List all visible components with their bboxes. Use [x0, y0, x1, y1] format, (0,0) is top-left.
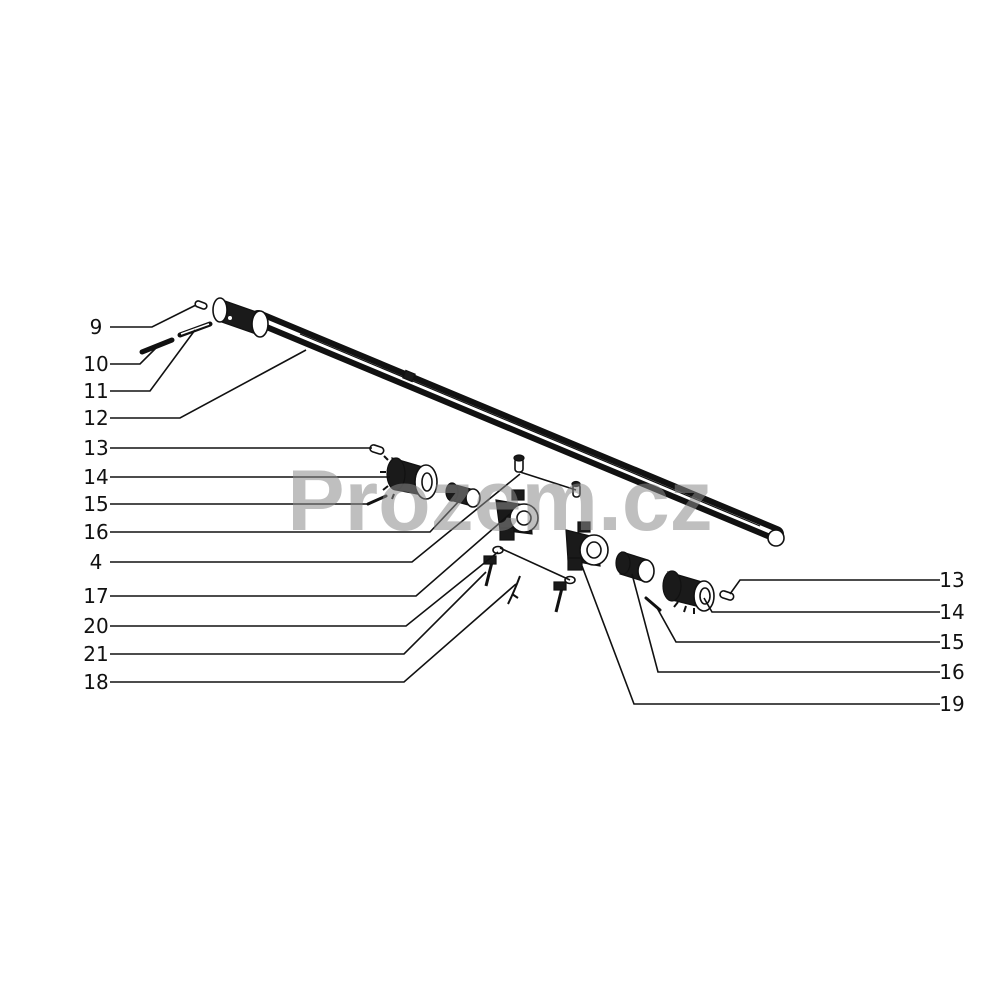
callout-13: 13	[83, 436, 108, 460]
bolt-part-21	[483, 555, 567, 613]
callout-16: 16	[83, 520, 108, 544]
callout-20: 20	[83, 614, 108, 638]
bushing-16-right	[615, 551, 655, 583]
callouts-left: 9 10 11 12 13 14 15 16 4 17 20 21 18	[83, 315, 108, 694]
bearing-housing-19	[565, 521, 609, 571]
bearing-housing-17	[495, 489, 539, 541]
callouts-right: 13 14 15 16 19	[939, 568, 964, 716]
callout-14: 14	[83, 465, 108, 489]
stud-part-4	[513, 454, 581, 498]
callout-15: 15	[83, 492, 108, 516]
callout-21: 21	[83, 642, 108, 666]
callout-4: 4	[90, 550, 103, 574]
bevel-gear-14-left	[380, 455, 438, 500]
pin-part-9	[194, 300, 208, 310]
callout-14-right: 14	[939, 600, 964, 624]
callout-18: 18	[83, 670, 108, 694]
watermark-text: Prozem.cz	[287, 453, 712, 549]
bushing-16-left	[445, 482, 481, 508]
pin-part-15-left	[366, 494, 388, 506]
shaft-coupling-sleeve	[212, 297, 269, 338]
callout-10: 10	[83, 352, 108, 376]
leader-lines	[110, 304, 940, 705]
main-shaft	[250, 310, 785, 547]
pin-part-11	[177, 321, 213, 338]
callout-16-right: 16	[939, 660, 964, 684]
callout-9: 9	[90, 315, 103, 339]
washer-part-20	[492, 545, 576, 585]
callout-11: 11	[83, 379, 108, 403]
callout-13-right: 13	[939, 568, 964, 592]
callout-12: 12	[83, 406, 108, 430]
callout-19-right: 19	[939, 692, 964, 716]
bevel-gear-14-right	[662, 570, 715, 614]
callout-15-right: 15	[939, 630, 964, 654]
callout-17: 17	[83, 584, 108, 608]
clip-part-18	[507, 575, 521, 605]
